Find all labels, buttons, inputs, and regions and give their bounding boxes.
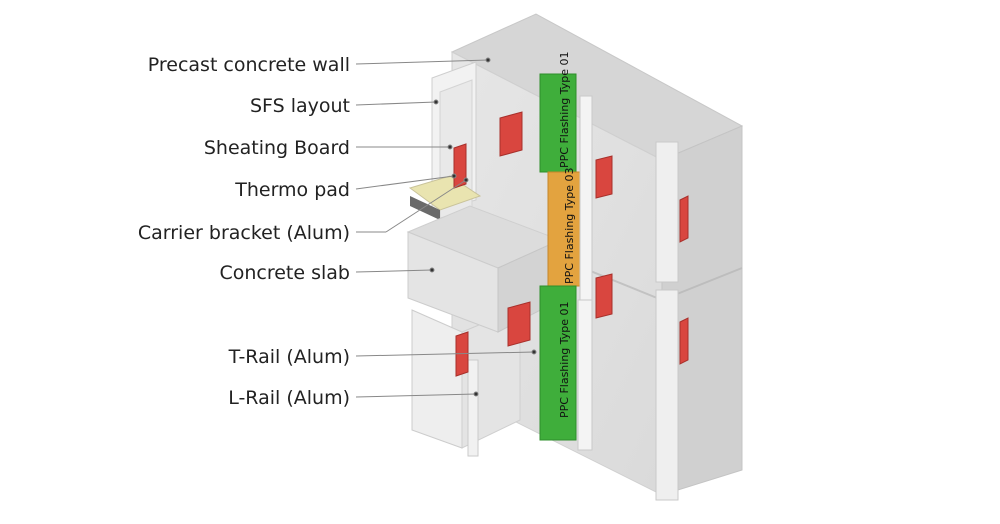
sfs-lower-column	[411, 309, 463, 449]
bracket-lower-center	[507, 301, 531, 347]
bracket-upper-right	[595, 155, 613, 199]
leader-thermo-pad	[355, 175, 455, 190]
label-carrier-bracket: Carrier bracket (Alum)	[137, 222, 350, 244]
flashing-middle-label: PPC Flashing Type 03	[563, 167, 576, 284]
leader-sfs	[355, 101, 437, 106]
l-rail-right-upper	[655, 141, 679, 283]
flashing-lower-label: PPC Flashing Type 01	[558, 301, 571, 418]
leader-concrete-slab	[355, 269, 433, 273]
label-sfs-layout: SFS layout	[249, 95, 350, 117]
label-concrete-slab: Concrete slab	[219, 262, 350, 284]
label-t-rail: T-Rail (Alum)	[228, 346, 350, 368]
thermo-pad-base	[410, 196, 440, 220]
bracket-lower-far-right	[679, 317, 689, 365]
label-precast-concrete-wall: Precast concrete wall	[147, 54, 350, 76]
t-rail-lower	[577, 299, 593, 451]
flashing-lower	[539, 285, 577, 441]
flashing-upper-label: PPC Flashing Type 01	[558, 51, 571, 168]
leader-precast-wall	[355, 59, 489, 65]
l-rail-right-lower	[655, 289, 679, 501]
bracket-lower-right	[595, 273, 613, 319]
label-sheating-board: Sheating Board	[203, 137, 350, 159]
bracket-mid-right	[679, 195, 689, 243]
label-l-rail: L-Rail (Alum)	[228, 387, 350, 409]
l-rail-left-lower	[467, 359, 479, 457]
leader-t-rail	[355, 351, 535, 357]
label-thermo-pad: Thermo pad	[235, 179, 350, 201]
bracket-upper-left	[499, 111, 523, 157]
leader-l-rail	[355, 393, 477, 398]
